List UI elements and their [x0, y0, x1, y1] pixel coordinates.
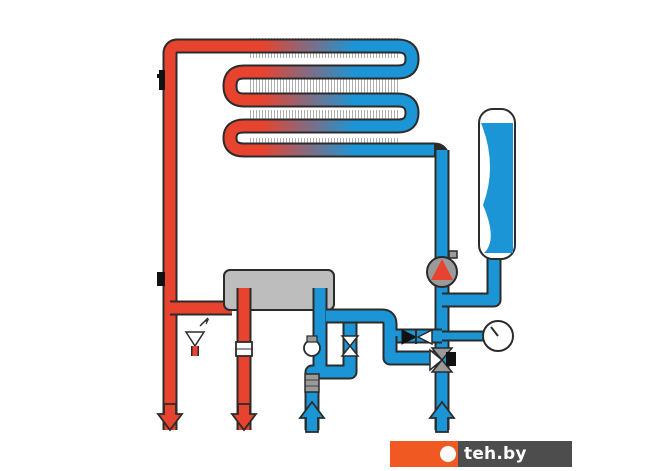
inlet-arrow-icon [298, 400, 326, 433]
cold-return-pipe [434, 150, 502, 430]
site-watermark: teh.by [390, 441, 572, 467]
hot-supply-pipe [162, 38, 250, 430]
outlet-arrow-icon [156, 403, 184, 432]
check-valve-icon [401, 328, 433, 346]
flow-sensor-icon [235, 341, 253, 357]
temperature-sensor-icon [157, 70, 165, 90]
bypass-valve-icon [340, 335, 360, 357]
watermark-text: teh.by [464, 444, 527, 464]
coil-heat-exchanger [162, 38, 450, 300]
filter-icon [304, 373, 320, 393]
inlet-arrow-icon [428, 400, 456, 433]
expansion-tank [478, 108, 516, 260]
outlet-arrow-icon [230, 403, 258, 432]
circulation-pump-icon [426, 250, 458, 288]
pressure-gauge-icon [482, 320, 514, 352]
three-way-valve-icon [429, 347, 456, 373]
cold-inlet-pipe [304, 288, 442, 430]
safety-valve-icon [184, 317, 210, 356]
flow-switch-icon [303, 335, 321, 357]
brand-logo [390, 441, 458, 467]
temperature-sensor-icon [157, 272, 165, 286]
